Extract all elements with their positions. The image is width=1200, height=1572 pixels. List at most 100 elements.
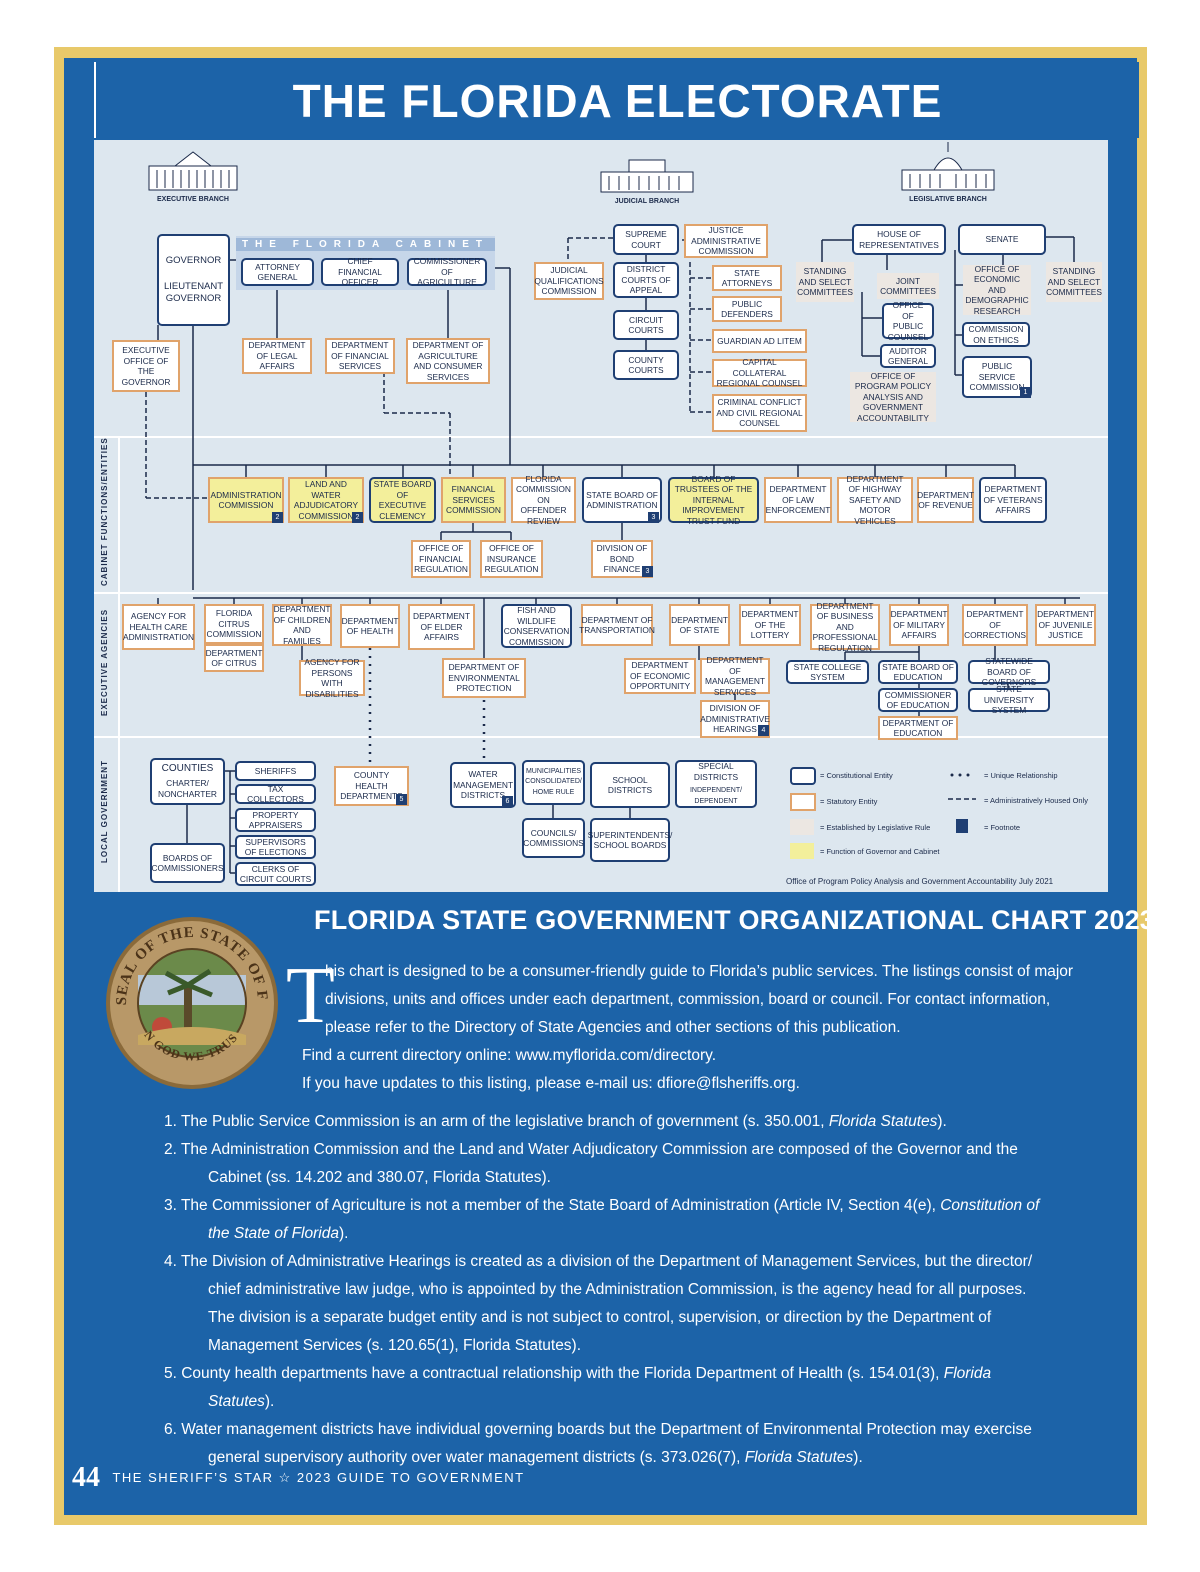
dept-agriculture-box[interactable]: DEPARTMENT OF AGRICULTURE AND CONSUMER S… [406, 338, 490, 384]
jqc-box[interactable]: JUDICIAL QUALIFICATIONS COMMISSION [534, 262, 604, 300]
dcf-box[interactable]: DEPARTMENT OF CHILDREN AND FAMILIES [272, 604, 332, 646]
dept-financial-services-box[interactable]: DEPARTMENT OF FINANCIAL SERVICES [325, 338, 395, 374]
eog-box[interactable]: EXECUTIVE OFFICE OF THE GOVERNOR [112, 340, 180, 392]
councils-box[interactable]: COUNCILS/ COMMISSIONS [522, 818, 585, 858]
ccrc-box[interactable]: CAPITAL COLLATERAL REGIONAL COUNSEL [712, 357, 807, 388]
auditor-general-box[interactable]: AUDITOR GENERAL [880, 344, 936, 368]
cfo-box[interactable]: CHIEF FINANCIAL OFFICER [321, 256, 399, 287]
intro-dropcap: T [286, 952, 335, 1040]
local-band-label: LOCAL GOVERNMENT [94, 738, 120, 892]
edr-box[interactable]: OFFICE OF ECONOMIC AND DEMOGRAPHIC RESEA… [963, 264, 1031, 316]
commissioner-agriculture-box[interactable]: COMMISSIONER OF AGRICULTURE [407, 256, 487, 287]
footnote-1-badge: 1 [1020, 387, 1031, 398]
offender-review-box[interactable]: FLORIDA COMMISSION ON OFFENDER REVIEW [511, 474, 576, 526]
page-number: 44 [72, 1462, 100, 1493]
county-courts-box[interactable]: COUNTY COURTS [613, 350, 679, 380]
board-governors-box[interactable]: STATEWIDE BOARD OF GOVERNORS [968, 656, 1050, 687]
land-water-box[interactable]: LAND AND WATER ADJUDICATORY COMMISSION [288, 477, 364, 523]
doah-box[interactable]: DIVISION OF ADMINISTRATIVE HEARINGS [700, 700, 770, 738]
military-affairs-box[interactable]: DEPARTMENT OF MILITARY AFFAIRS [889, 604, 949, 646]
intro-line-1: his chart is designed to be a consumer-f… [325, 963, 1074, 980]
corrections-box[interactable]: DEPARTMENT OF CORRECTIONS [962, 604, 1028, 646]
deo-box[interactable]: DEPARTMENT OF ECONOMIC OPPORTUNITY [624, 658, 696, 694]
special-districts-box[interactable]: SPECIAL DISTRICTS INDEPENDENT/ DEPENDENT [675, 760, 757, 808]
dept-state-box[interactable]: DEPARTMENT OF STATE [669, 604, 730, 646]
page-footer: 44 THE SHERIFF’S STAR ☆ 2023 GUIDE TO GO… [72, 1462, 525, 1494]
health-box[interactable]: DEPARTMENT OF HEALTH [340, 604, 400, 648]
cabinet-band-label: CABINET FUNCTIONS/ENTITIES [94, 437, 120, 592]
joint-committees-box[interactable]: JOINT COMMITTEES [877, 273, 939, 299]
oppaga-box[interactable]: OFFICE OF PROGRAM POLICY ANALYSIS AND GO… [850, 371, 936, 423]
legend-governor-cabinet-label: = Function of Governor and Cabinet [820, 847, 940, 856]
legend: = Constitutional Entity = Statutory Enti… [780, 757, 1100, 869]
senate-box[interactable]: SENATE [958, 224, 1046, 255]
tax-collectors-box[interactable]: TAX COLLECTORS [235, 784, 316, 804]
governor-box[interactable]: GOVERNOR LIEUTENANT GOVERNOR [157, 234, 230, 326]
charter-label: CHARTER/ NONCHARTER [158, 778, 217, 799]
executive-band-label: EXECUTIVE AGENCIES [94, 594, 120, 736]
senate-standing-committees-box[interactable]: STANDING AND SELECT COMMITTEES [1046, 262, 1102, 302]
fdle-box[interactable]: DEPARTMENT OF LAW ENFORCEMENT [764, 477, 832, 523]
oir-box[interactable]: OFFICE OF INSURANCE REGULATION [480, 540, 543, 578]
district-courts-box[interactable]: DISTRICT COURTS OF APPEAL [613, 262, 679, 298]
juvenile-justice-box[interactable]: DEPARTMENT OF JUVENILE JUSTICE [1035, 604, 1096, 646]
footnotes-list: 1. The Public Service Commission is an a… [164, 1108, 1054, 1472]
dept-legal-affairs-box[interactable]: DEPARTMENT OF LEGAL AFFAIRS [242, 338, 312, 374]
office-public-counsel-box[interactable]: OFFICE OF PUBLIC COUNSEL [882, 300, 934, 342]
superintendents-box[interactable]: SUPERINTENDENTS/ SCHOOL BOARDS [588, 818, 672, 862]
ofr-box[interactable]: OFFICE OF FINANCIAL REGULATION [411, 540, 471, 578]
apd-box[interactable]: AGENCY FOR PERSONS WITH DISABILITIES [299, 657, 365, 699]
supervisors-elections-box[interactable]: SUPERVISORS OF ELECTIONS [235, 835, 316, 859]
sheriffs-box[interactable]: SHERIFFS [235, 761, 316, 781]
elder-affairs-box[interactable]: DEPARTMENT OF ELDER AFFAIRS [408, 604, 475, 650]
municipalities-box[interactable]: MUNICIPALITIES CONSOLIDATED/ HOME RULE [522, 760, 585, 805]
dbpr-box[interactable]: DEPARTMENT OF BUSINESS AND PROFESSIONAL … [810, 601, 880, 653]
financial-services-commission-box[interactable]: FINANCIAL SERVICES COMMISSION [441, 477, 506, 523]
dms-box[interactable]: DEPARTMENT OF MANAGEMENT SERVICES [700, 655, 770, 697]
hsmv-box[interactable]: DEPARTMENT OF HIGHWAY SAFETY AND MOTOR V… [837, 474, 913, 526]
sboe-box[interactable]: STATE BOARD OF EDUCATION [878, 660, 958, 684]
title-band: THE FLORIDA ELECTORATE [94, 62, 1139, 138]
supreme-court-box[interactable]: SUPREME COURT [613, 224, 679, 255]
house-standing-committees-box[interactable]: STANDING AND SELECT COMMITTEES [796, 262, 854, 302]
school-districts-box[interactable]: SCHOOL DISTRICTS [590, 762, 670, 808]
jac-box[interactable]: JUSTICE ADMINISTRATIVE COMMISSION [684, 224, 768, 258]
administration-commission-box[interactable]: ADMINISTRATION COMMISSION [208, 477, 284, 523]
doe-box[interactable]: DEPARTMENT OF EDUCATION [878, 716, 958, 740]
footnote-item: 3. The Commissioner of Agriculture is no… [164, 1197, 1040, 1242]
veterans-box[interactable]: DEPARTMENT OF VETERANS AFFAIRS [979, 477, 1047, 523]
water-management-box[interactable]: WATER MANAGEMENT DISTRICTS [450, 762, 516, 808]
sba-box[interactable]: STATE BOARD OF ADMINISTRATION [582, 477, 662, 523]
commissioner-education-box[interactable]: COMMISSIONER OF EDUCATION [878, 688, 958, 712]
attorney-general-box[interactable]: ATTORNEY GENERAL [241, 258, 314, 286]
fwc-box[interactable]: FISH AND WILDLIFE CONSERVATION COMMISSIO… [501, 604, 572, 648]
legislative-branch-label: LEGISLATIVE BRANCH [909, 196, 987, 203]
property-appraisers-box[interactable]: PROPERTY APPRAISERS [235, 808, 316, 832]
clemency-box[interactable]: STATE BOARD OF EXECUTIVE CLEMENCY [369, 477, 436, 523]
transportation-box[interactable]: DEPARTMENT OF TRANSPORTATION [579, 604, 655, 646]
revenue-box[interactable]: DEPARTMENT OF REVENUE [917, 477, 974, 523]
ahca-box[interactable]: AGENCY FOR HEALTH CARE ADMINISTRATION [122, 604, 195, 650]
boards-commissioners-box[interactable]: BOARDS OF COMMISSIONERS [150, 843, 225, 883]
house-box[interactable]: HOUSE OF REPRESENTATIVES [852, 224, 946, 255]
counties-box[interactable]: COUNTIES CHARTER/ NONCHARTER [150, 758, 225, 805]
criminal-conflict-box[interactable]: CRIMINAL CONFLICT AND CIVIL REGIONAL COU… [712, 394, 807, 432]
state-college-box[interactable]: STATE COLLEGE SYSTEM [786, 660, 869, 684]
clerks-box[interactable]: CLERKS OF CIRCUIT COURTS [235, 862, 316, 886]
sus-box[interactable]: STATE UNIVERSITY SYSTEM [968, 684, 1050, 715]
public-defenders-box[interactable]: PUBLIC DEFENDERS [712, 296, 782, 322]
lottery-box[interactable]: DEPARTMENT OF THE LOTTERY [739, 604, 801, 646]
commission-ethics-box[interactable]: COMMISSION ON ETHICS [962, 322, 1030, 347]
footnote-item: 1. The Public Service Commission is an a… [164, 1113, 947, 1130]
circuit-courts-box[interactable]: CIRCUIT COURTS [613, 310, 679, 340]
footnote-4-badge: 4 [758, 725, 769, 736]
citrus-commission-box[interactable]: FLORIDA CITRUS COMMISSION [204, 604, 264, 644]
guardian-ad-litem-box[interactable]: GUARDIAN AD LITEM [712, 329, 807, 353]
dept-citrus-box[interactable]: DEPARTMENT OF CITRUS [204, 644, 264, 672]
footnote-item: 2. The Administration Commission and the… [164, 1141, 1018, 1186]
dep-box[interactable]: DEPARTMENT OF ENVIRONMENTAL PROTECTION [442, 658, 526, 698]
iitf-box[interactable]: BOARD OF TRUSTEES OF THE INTERNAL IMPROV… [668, 474, 759, 526]
psc-label: PUBLIC SERVICE COMMISSION [969, 361, 1025, 393]
state-attorneys-box[interactable]: STATE ATTORNEYS [712, 265, 782, 291]
